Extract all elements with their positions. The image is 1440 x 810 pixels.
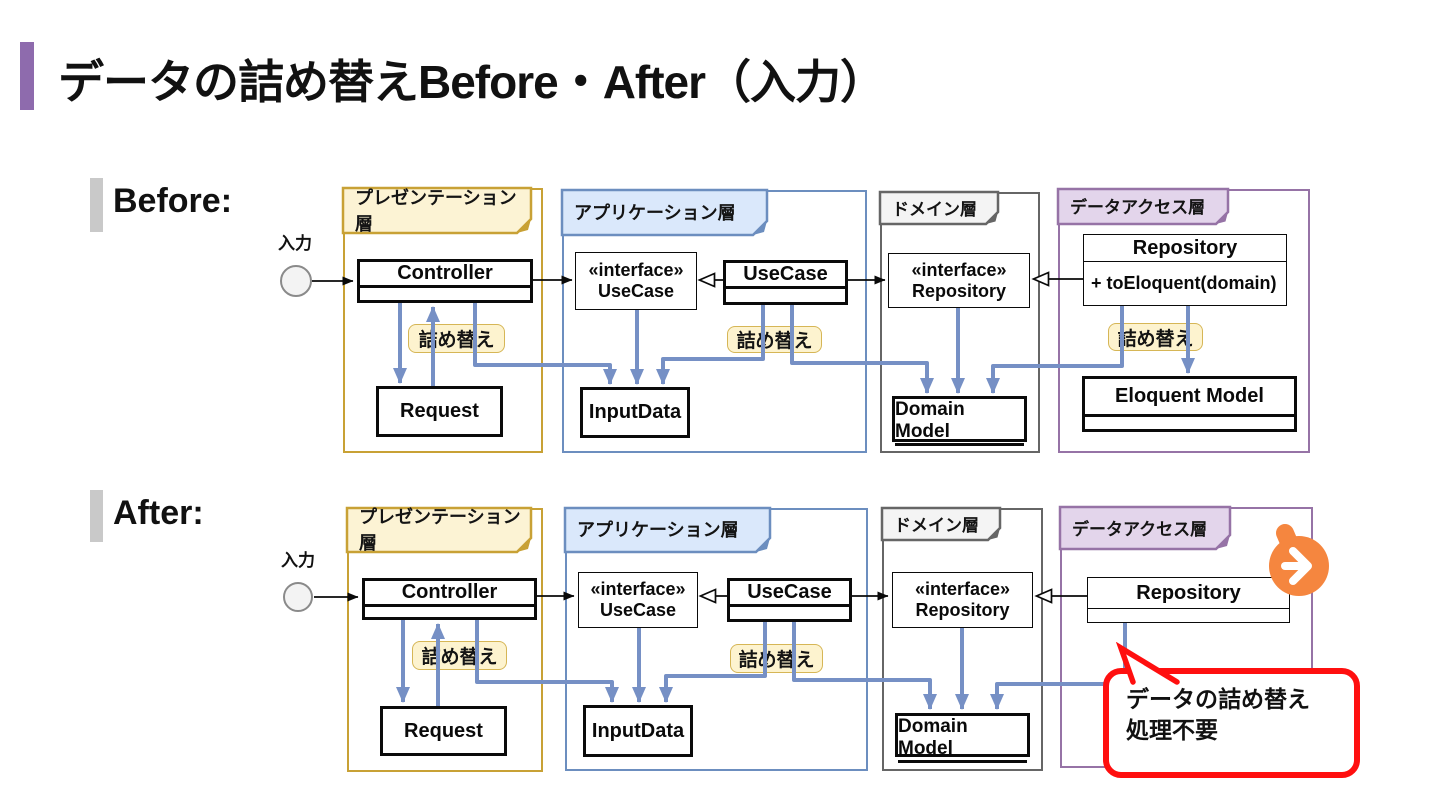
- before-data-access-layer-title: データアクセス層: [1070, 198, 1206, 217]
- after-controller-class: Controller: [362, 578, 537, 620]
- after-application-repack-note: 詰め替え: [730, 644, 823, 673]
- after-interface-repository-class: «interface»Repository: [892, 572, 1033, 628]
- before-controller-class: Controller: [357, 259, 533, 303]
- title-accent-bar: [20, 42, 34, 110]
- after-input-label: 入力: [281, 551, 315, 570]
- after-inputdata-class: InputData: [583, 705, 693, 757]
- after-usecase-class: UseCase: [727, 578, 852, 622]
- before-presentation-repack-note: 詰め替え: [408, 324, 505, 353]
- before-eloquent-model-class: Eloquent Model: [1082, 376, 1297, 432]
- before-section-label: Before:: [113, 182, 233, 220]
- before-application-repack-note: 詰め替え: [727, 326, 822, 353]
- before-usecase-class: UseCase: [723, 260, 848, 305]
- page-title: データの詰め替えBefore・After（入力）: [58, 56, 886, 108]
- before-inputdata-class: InputData: [580, 387, 690, 438]
- after-interface-usecase-class: «interface»UseCase: [578, 572, 698, 628]
- before-start-node: [280, 265, 312, 297]
- after-accent-bar: [90, 490, 103, 542]
- callout-text-line2: 処理不要: [1126, 717, 1218, 743]
- before-input-label: 入力: [278, 234, 312, 253]
- after-repository-class: Repository: [1087, 577, 1290, 623]
- before-presentation-layer-title: プレゼンテーション層: [355, 187, 517, 234]
- after-data-access-layer-title: データアクセス層: [1072, 519, 1208, 539]
- before-interface-repository-class: «interface»Repository: [888, 253, 1030, 308]
- after-presentation-repack-note: 詰め替え: [412, 641, 507, 670]
- after-domain-layer-title: ドメイン層: [894, 515, 979, 535]
- after-section-label: After:: [113, 494, 204, 532]
- before-accent-bar: [90, 178, 103, 232]
- before-application-layer-title: アプリケーション層: [574, 202, 736, 223]
- after-presentation-layer-title: プレゼンテーション層: [359, 507, 521, 553]
- before-domain-model-class: Domain Model: [892, 396, 1027, 446]
- after-application-layer-title: アプリケーション層: [577, 520, 739, 540]
- before-repository-class: Repository + toEloquent(domain): [1083, 234, 1287, 306]
- before-interface-usecase-class: «interface»UseCase: [575, 252, 697, 310]
- to-eloquent-method: + toEloquent(domain): [1084, 261, 1286, 305]
- before-request-class: Request: [376, 386, 503, 437]
- before-domain-layer-title: ドメイン層: [892, 199, 977, 219]
- after-request-class: Request: [380, 706, 507, 756]
- before-data-access-repack-note: 詰め替え: [1108, 323, 1203, 351]
- callout-text-line1: データの詰め替え: [1126, 686, 1310, 712]
- after-domain-model-class: Domain Model: [895, 713, 1030, 763]
- after-start-node: [283, 582, 313, 612]
- no-repack-callout: データの詰め替え 処理不要: [1103, 668, 1360, 778]
